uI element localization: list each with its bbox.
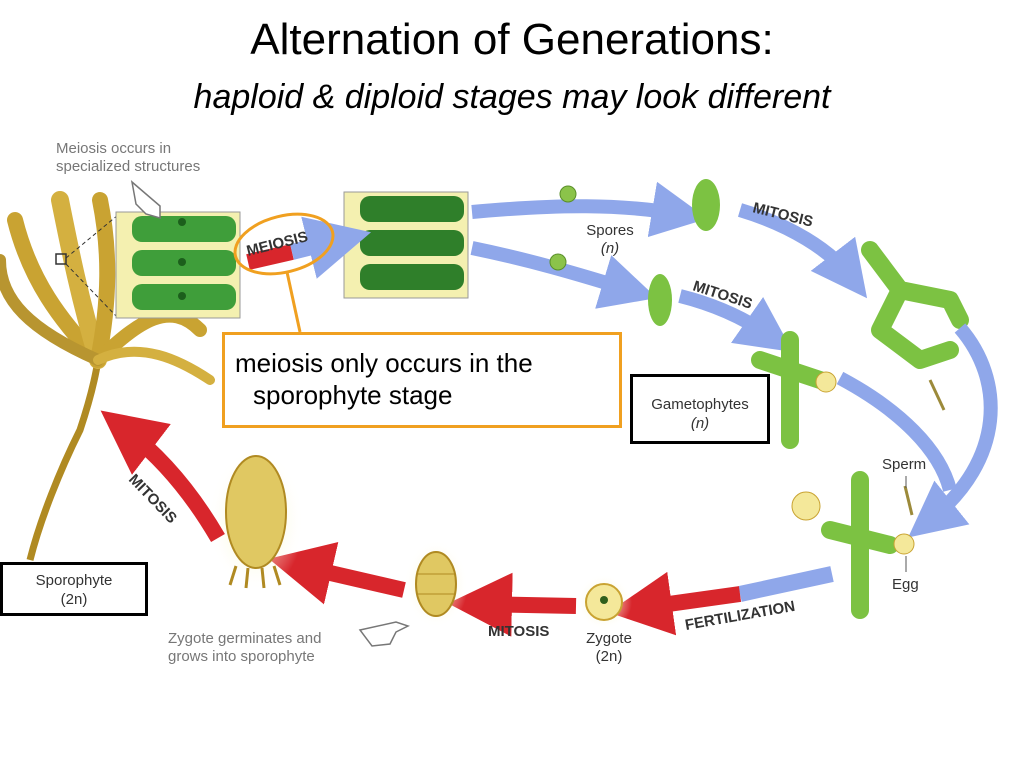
callout-line1: meiosis only occurs in the: [235, 348, 533, 378]
spore-arrow-upper: [471, 181, 708, 238]
sporophyte-ploidy: (2n): [60, 591, 88, 608]
sporophyte-kelp-illustration: [0, 191, 215, 561]
gamete-arrow-inner: [836, 371, 957, 492]
fertilization-arrow: FERTILIZATION: [608, 566, 834, 636]
pointing-hand-icon: [358, 621, 410, 647]
mitosis-label-zygote: MITOSIS: [488, 623, 549, 640]
gamete-arrow-right: [908, 323, 998, 538]
pointing-hand-icon-top: [130, 180, 161, 219]
young-gametophytes: [648, 179, 720, 326]
gametophytes-text: Gametophytes: [651, 396, 749, 413]
mitosis-arrow-sporophyte: [100, 410, 225, 543]
female-gametophyte-illustration: [751, 331, 837, 449]
germinates-line1: Zygote germinates and: [168, 630, 322, 647]
mitosis-arrow-upper: [737, 203, 868, 299]
gametophytes-ploidy: (n): [690, 415, 710, 432]
meiosis-arrow: MEIOSIS: [233, 212, 372, 279]
germinates-line2: grows into sporophyte: [168, 648, 315, 665]
embryo-illustration: [404, 540, 468, 628]
sporophyte-text: Sporophyte: [35, 572, 113, 589]
sporophyte-box: Sporophyte (2n): [0, 562, 148, 616]
meiosis-note-line2: specialized structures: [56, 158, 201, 175]
zygote-label: Zygote (2n): [576, 630, 642, 666]
germinates-note: Zygote germinates and grows into sporoph…: [168, 630, 321, 666]
spores-label: Spores (n): [574, 222, 646, 258]
slide-title: Alternation of Generations:: [250, 15, 774, 64]
meiosis-note: Meiosis occurs in specialized structures: [56, 140, 200, 176]
egg-bearing-gametophyte-illustration: [791, 471, 915, 619]
spore-tissue-illustration: [343, 191, 469, 299]
young-sporophyte-illustration: [208, 448, 304, 592]
callout-line2: sporophyte stage: [253, 380, 453, 410]
spore-illustration: [549, 185, 577, 271]
zygote-illustration: [576, 574, 632, 630]
egg-label: Egg: [892, 576, 919, 593]
male-gametophyte-illustration: [861, 241, 969, 411]
spores-ploidy: (n): [600, 240, 620, 257]
spores-text: Spores: [586, 222, 634, 239]
zygote-text: Zygote: [586, 630, 632, 647]
callout-connector: [285, 271, 302, 333]
growth-arrow: [268, 542, 406, 605]
mitosis-arrow-lower: [678, 289, 793, 353]
meiosis-callout: meiosis only occurs in the sporophyte st…: [222, 332, 622, 428]
sporangia-tissue-illustration: [115, 211, 241, 319]
sperm-label: Sperm: [882, 456, 927, 473]
gametophytes-box: Gametophytes (n): [630, 374, 770, 444]
meiosis-note-line1: Meiosis occurs in: [56, 140, 172, 157]
mitosis-arrow-zygote: [448, 572, 577, 637]
slide-subtitle: haploid & diploid stages may look differ…: [193, 78, 831, 116]
zygote-ploidy: (2n): [595, 648, 623, 665]
